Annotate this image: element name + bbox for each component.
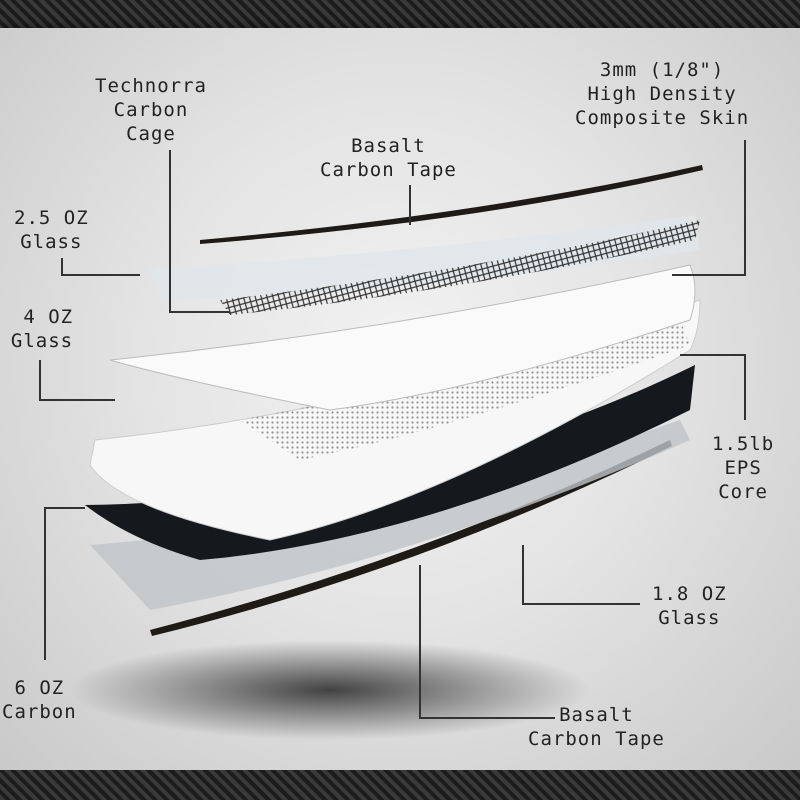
label-2-5-oz-glass: 2.5 OZ Glass [14,206,89,254]
label-basalt-carbon-tape-top: Basalt Carbon Tape [320,134,457,182]
label-line: Core [718,481,768,503]
label-line: S Glass [0,330,74,352]
label-line: Composite Skin [575,107,750,129]
leader-glass-25 [61,258,140,276]
leader-basalt-bottom [419,565,555,719]
leader-lines [39,140,746,719]
carbon-border-top [0,0,800,30]
label-line: Carbon Tape [528,728,665,750]
label-line: Technorra [95,75,207,97]
drop-shadow [70,640,590,740]
label-line: EPS [724,457,762,479]
label-line: Basalt [351,135,426,157]
label-basalt-carbon-tape-bottom: Basalt Carbon Tape [528,703,665,751]
leader-glass-18 [522,545,640,605]
label-1-8-oz-glass: 1.8 OZ Glass [652,582,727,630]
label-line: 4 OZ [23,306,74,328]
label-line: Basalt [559,704,634,726]
label-6-oz-carbon: 6 OZ Carbon [2,676,77,724]
leader-technorra [169,150,230,313]
layer-basalt-top [200,165,703,244]
layer-basalt-bottom [150,440,672,636]
layer-composite-skin [109,264,696,411]
leader-glass-4 [39,360,115,401]
carbon-border-bottom [0,770,800,800]
label-line: 2.5 OZ [14,207,89,229]
label-technorra-carbon-cage: Technorra Carbon Cage [95,74,207,146]
label-eps-core: 1.5lb EPS Core [712,432,774,504]
label-line: 1.8 OZ [652,583,727,605]
label-composite-skin: 3mm (1/8") High Density Composite Skin [575,58,749,130]
label-line: 6 OZ [14,677,65,699]
label-line: Carbon [113,99,189,121]
label-line: Cage [126,123,176,145]
leader-skin [672,140,746,276]
label-line: Glass [658,607,721,629]
layer-glass-25 [150,215,700,300]
leader-carbon-6 [44,507,85,660]
label-line: 3mm (1/8") [599,59,725,81]
leader-eps [680,354,746,420]
label-line: Glass [20,231,83,253]
label-line: Carbon Tape [320,159,457,181]
label-line: High Density [587,83,737,105]
label-line: Carbon [2,701,77,723]
label-4-oz-glass: 4 OZ S Glass [0,305,73,353]
label-line: 1.5lb [712,433,775,455]
layer-technorra-cage [220,220,700,315]
